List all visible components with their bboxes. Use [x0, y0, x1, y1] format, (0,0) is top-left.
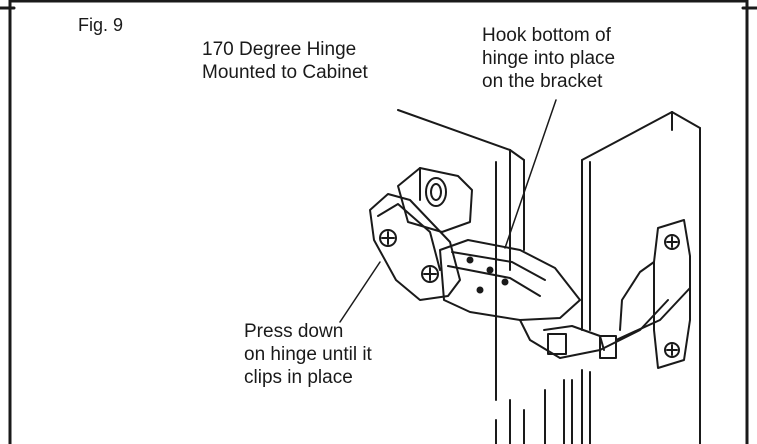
hook-leader-line — [504, 99, 557, 249]
hook-instruction-label: Hook bottom of hinge into place on the b… — [482, 24, 615, 93]
press-leader-line — [339, 261, 381, 323]
hook-label-line-1: Hook bottom of — [482, 25, 611, 46]
hinge-label-line-2: Mounted to Cabinet — [202, 62, 368, 83]
hook-label-line-3: on the bracket — [482, 71, 603, 92]
screw-icon — [421, 265, 439, 283]
screw-icon — [664, 342, 680, 358]
press-label-line-1: Press down — [244, 321, 344, 342]
hinge-arm — [369, 193, 691, 359]
press-label-line-2: on hinge until it — [244, 344, 372, 365]
screw-icon — [379, 229, 397, 247]
screw-icon — [664, 234, 680, 250]
figure-number: Fig. 9 — [78, 15, 124, 35]
cabinet-panel — [397, 109, 525, 444]
mounting-bracket — [397, 167, 473, 233]
hook-label-line-2: hinge into place — [482, 48, 616, 69]
door-panel — [544, 111, 701, 444]
press-label-line-3: clips in place — [244, 367, 353, 388]
hinge-label-line-1: 170 Degree Hinge — [202, 39, 357, 60]
door-hinge-plate — [619, 219, 691, 369]
press-instruction-label: Press down on hinge until it clips in pl… — [244, 320, 372, 389]
hinge-type-label: 170 Degree Hinge Mounted to Cabinet — [202, 38, 368, 84]
